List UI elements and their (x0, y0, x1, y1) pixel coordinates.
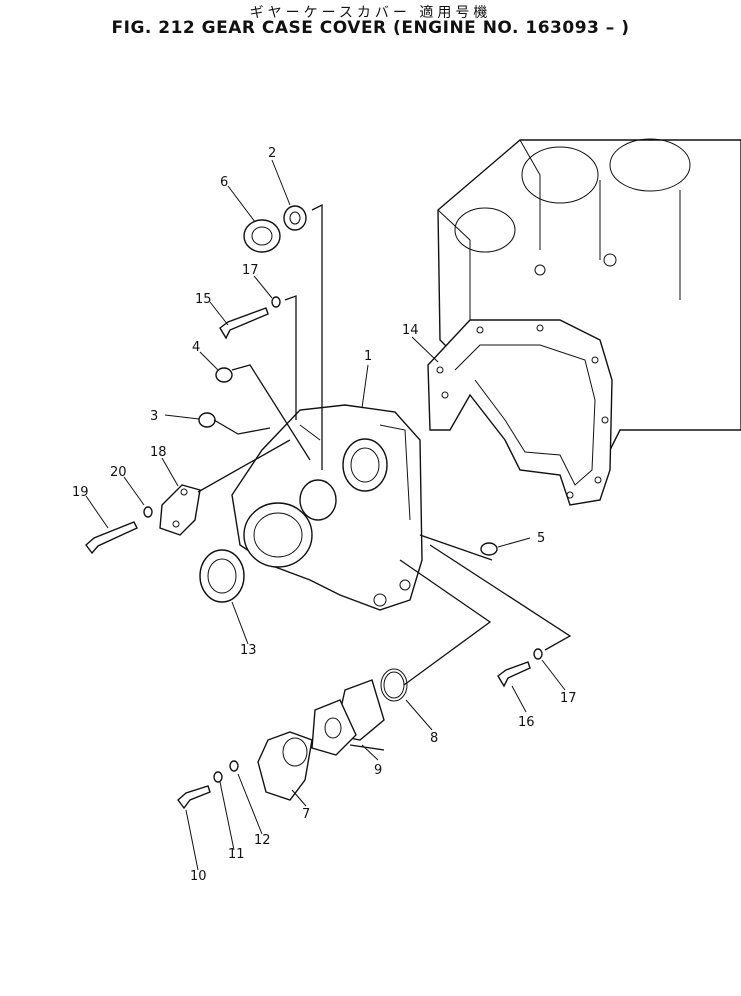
assembly-guide-lines (197, 203, 572, 751)
callout-8: 8 (430, 731, 438, 746)
o-ring-part-8 (380, 668, 408, 702)
callout-3: 3 (150, 409, 158, 424)
leader-lines (85, 159, 566, 871)
callout-16: 16 (518, 715, 535, 730)
plug-part-4 (215, 367, 233, 383)
washer-part-17-upper (271, 296, 281, 308)
callout-4: 4 (192, 340, 200, 355)
bearing-part-6 (243, 219, 281, 253)
callout-9: 9 (374, 763, 382, 778)
bolt-part-10 (177, 785, 211, 810)
callout-5: 5 (537, 531, 545, 546)
bushing-part-2 (283, 205, 307, 231)
callout-6: 6 (220, 175, 228, 190)
callout-12: 12 (254, 833, 271, 848)
callout-labels: 1 2 3 4 5 6 7 8 9 10 11 12 13 14 15 16 1… (72, 146, 577, 884)
gasket-part-14 (427, 319, 613, 506)
gear-case-cover-part-1 (231, 404, 423, 611)
bolt-part-19 (85, 521, 138, 555)
callout-11: 11 (228, 847, 245, 862)
callout-17-lower: 17 (560, 691, 577, 706)
callout-17-upper: 17 (242, 263, 259, 278)
callout-2: 2 (268, 146, 276, 161)
plate-part-18 (159, 484, 201, 536)
bolt-part-15 (219, 307, 269, 340)
washer-part-11 (213, 771, 223, 783)
callout-19: 19 (72, 485, 89, 500)
cover-part-7 (257, 731, 313, 801)
oil-seal-part-13 (199, 549, 245, 603)
plug-part-5 (480, 542, 498, 556)
callout-13: 13 (240, 643, 257, 658)
callout-1: 1 (364, 349, 372, 364)
washer-part-20 (143, 506, 153, 518)
bolt-part-16 (497, 661, 531, 688)
callout-15: 15 (195, 292, 212, 307)
callout-10: 10 (190, 869, 207, 884)
washer-part-12 (229, 760, 239, 772)
title-japanese: ギヤーケースカバー 適用号機 (249, 5, 492, 21)
figure-title: FIG. 212 GEAR CASE COVER (ENGINE NO. 163… (111, 18, 630, 38)
callout-18: 18 (150, 445, 167, 460)
callout-20: 20 (110, 465, 127, 480)
callout-14: 14 (402, 323, 419, 338)
gasket-part-9 (311, 679, 385, 756)
washer-part-17-lower (533, 648, 543, 660)
plug-part-3 (198, 412, 216, 428)
callout-7: 7 (302, 807, 310, 822)
